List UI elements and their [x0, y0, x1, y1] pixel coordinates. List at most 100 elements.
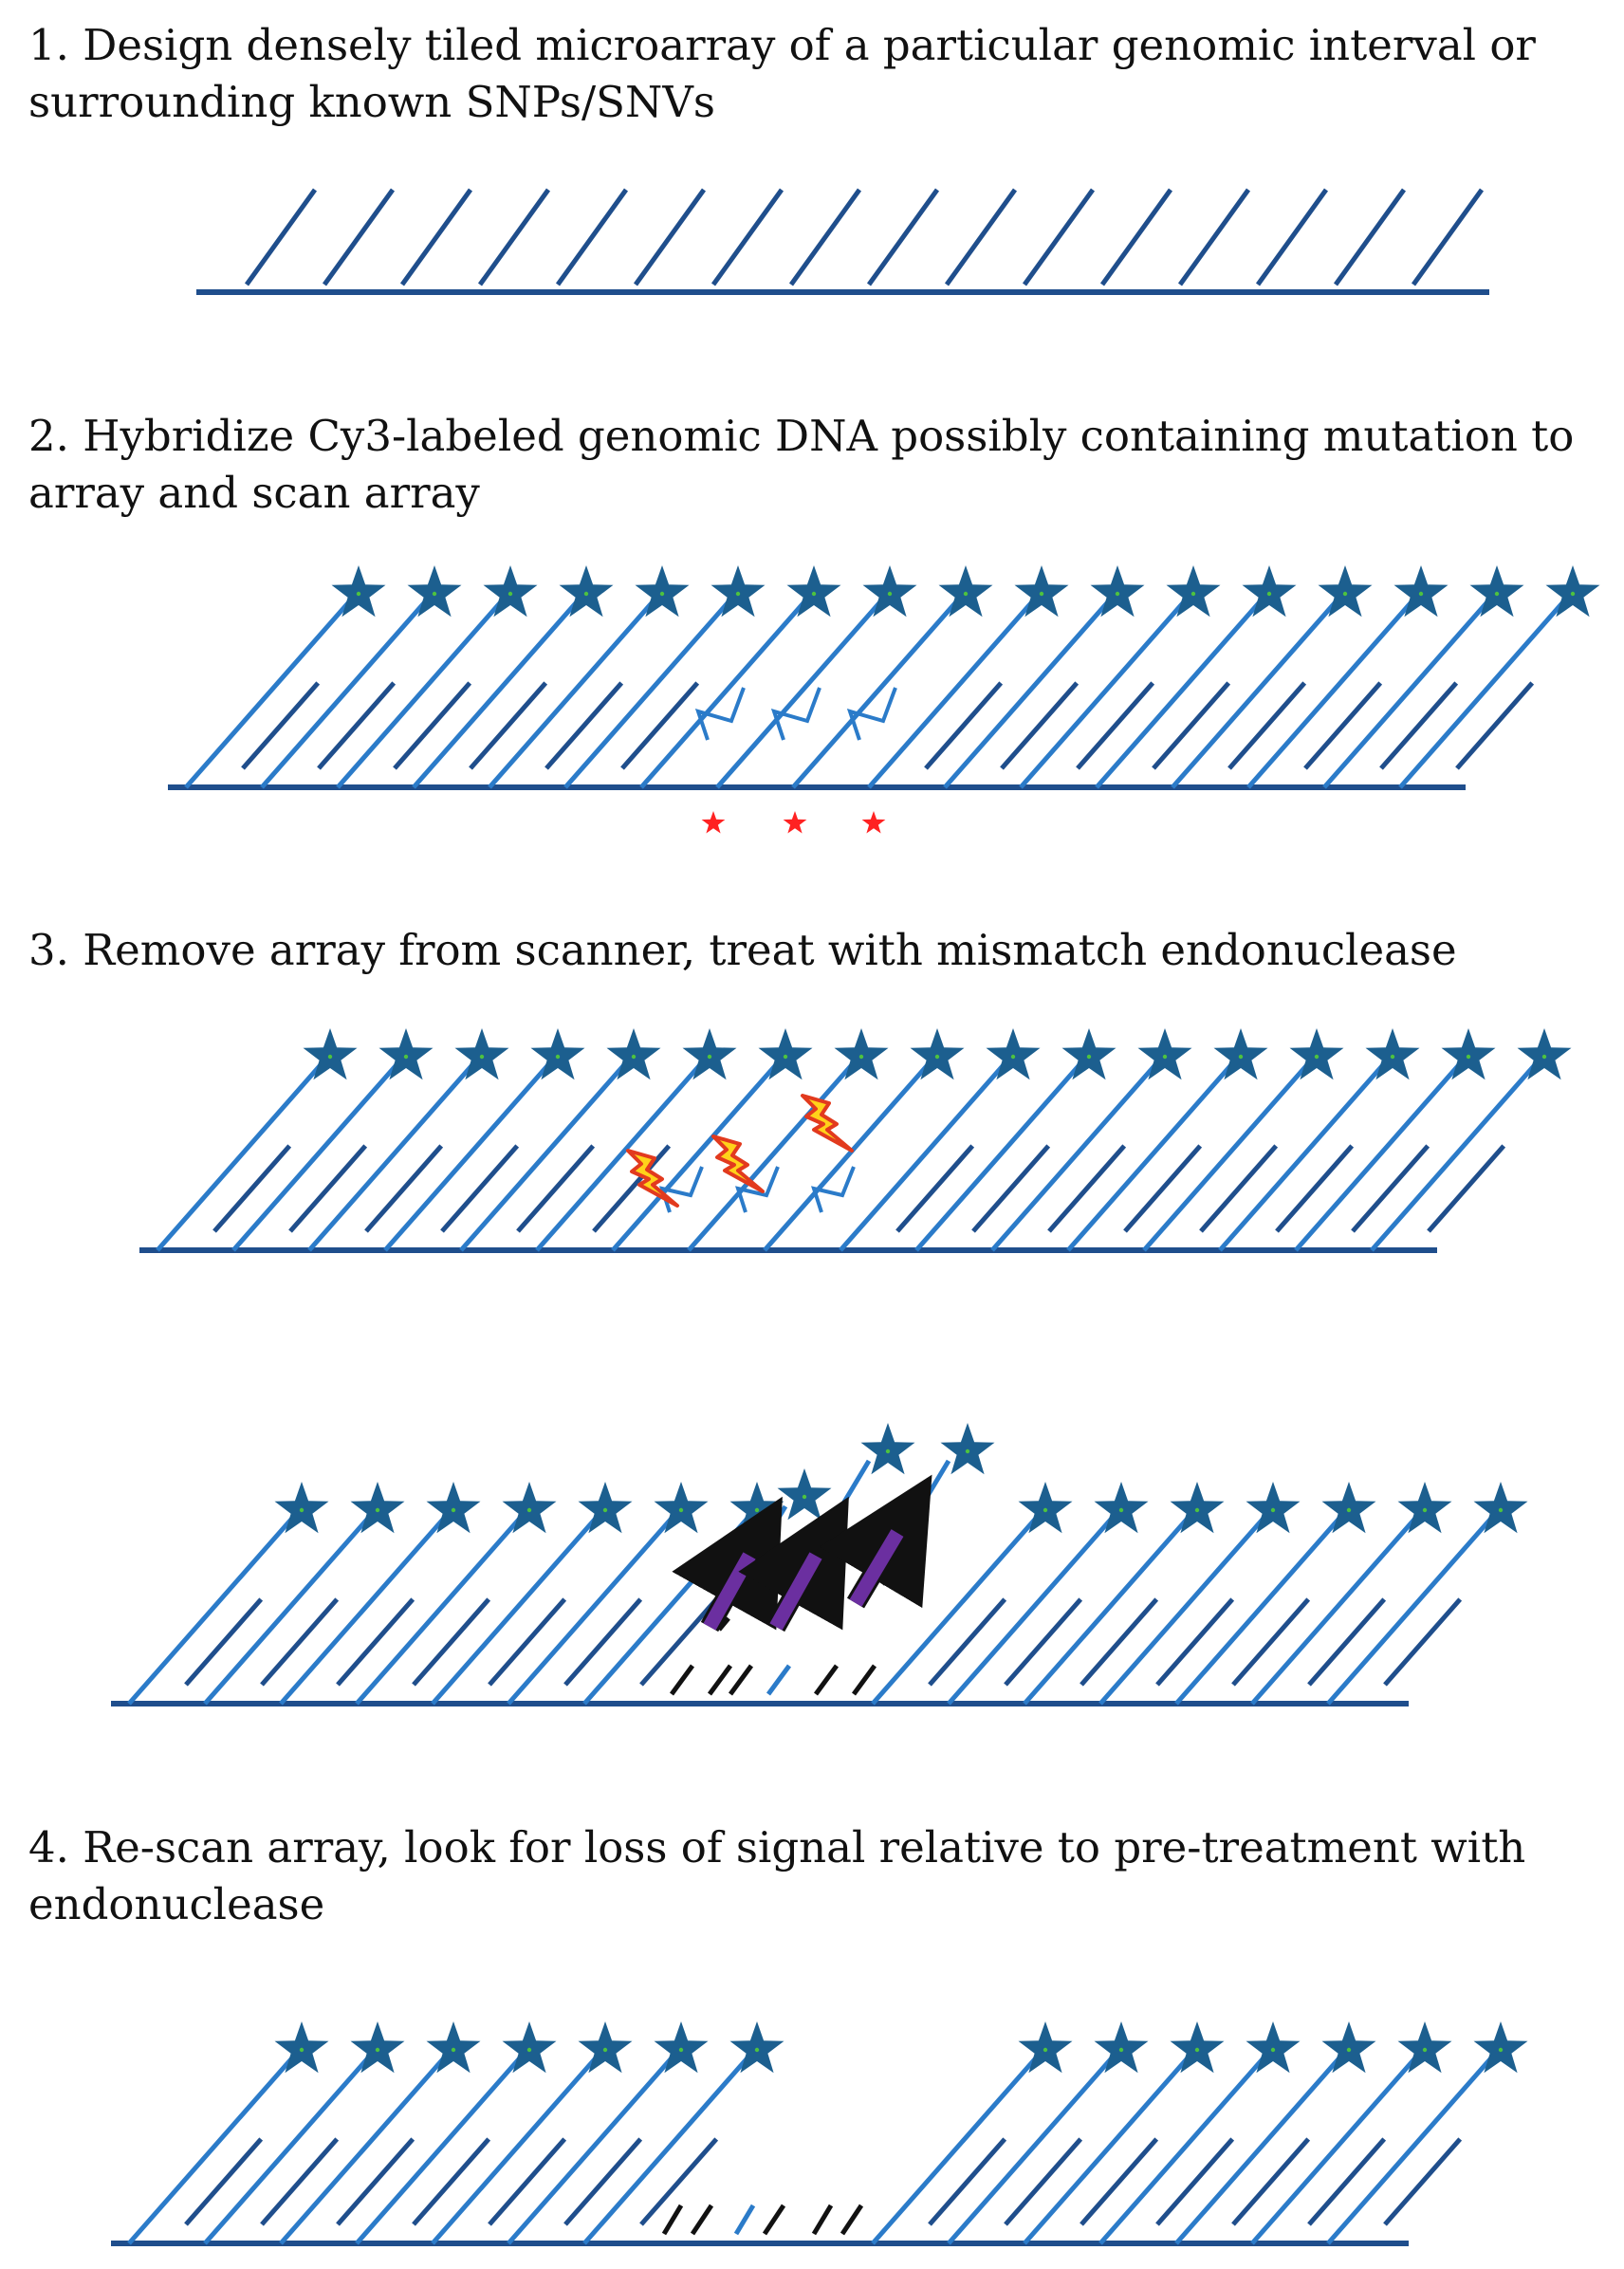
target-strand	[639, 596, 810, 789]
panel-3-endonuclease-treatment	[139, 1028, 1572, 1253]
cy3-label-star-icon	[1321, 1482, 1376, 1534]
cut-stub	[840, 2204, 864, 2236]
cy3-label-star-icon	[530, 1028, 585, 1080]
probe-strand	[1000, 681, 1080, 770]
probe-strand	[1383, 2137, 1463, 2226]
target-strand	[1250, 1512, 1421, 1706]
array-probe	[555, 188, 629, 286]
target-strand	[260, 596, 431, 789]
target-strand	[279, 1512, 450, 1706]
cy3-label-star-icon	[1061, 1028, 1116, 1080]
lightning-bolt-icon	[626, 1149, 679, 1208]
cy3-label-star-icon	[454, 1028, 509, 1080]
cy3-label-star-icon	[1014, 565, 1069, 618]
lightning-bolt-icon	[711, 1134, 765, 1193]
cut-stub	[733, 2204, 756, 2236]
cy3-label-star-icon	[1318, 565, 1373, 618]
cy3-label-star-icon	[1246, 2021, 1301, 2074]
probe-strand	[1275, 1144, 1355, 1233]
array-probe	[944, 188, 1018, 286]
array-probe	[866, 188, 940, 286]
cy3-label-star-icon	[834, 1028, 889, 1080]
probe-strand	[488, 1597, 567, 1687]
target-strand	[1023, 2052, 1193, 2245]
target-strand	[990, 1059, 1161, 1252]
cy3-label-star-icon	[1469, 565, 1524, 618]
mismatch-kink	[735, 1166, 780, 1213]
array-probe	[1333, 188, 1407, 286]
panel-3-fragment-release	[111, 1423, 1528, 1706]
target-strand	[1246, 596, 1417, 789]
step-4-text: 4. Re-scan array, look for loss of signa…	[28, 1822, 1526, 1929]
probe-strand	[1307, 2137, 1387, 2226]
cy3-label-star-icon	[682, 1028, 737, 1080]
target-strand	[307, 1059, 478, 1252]
array-probe	[1177, 188, 1251, 286]
probe-strand	[1455, 681, 1535, 770]
target-strand	[947, 1512, 1117, 1706]
cy3-label-star-icon	[1473, 1482, 1528, 1534]
cy3-label-star-icon	[502, 2021, 557, 2074]
probe-strand	[260, 1597, 340, 1687]
probe-strand	[1351, 1144, 1430, 1233]
target-strand	[1066, 1059, 1237, 1252]
cy3-label-star-icon	[578, 1482, 633, 1534]
cy3-label-star-icon	[860, 1423, 915, 1475]
target-strand	[1174, 1512, 1345, 1706]
target-strand	[383, 1059, 554, 1252]
cy3-label-star-icon	[378, 1028, 434, 1080]
probe-strand	[1080, 2137, 1159, 2226]
cy3-label-star-icon	[1397, 2021, 1452, 2074]
target-strand	[871, 2052, 1042, 2245]
cy3-label-star-icon	[910, 1028, 965, 1080]
target-strand	[1174, 2052, 1345, 2245]
cy3-label-star-icon	[426, 1482, 481, 1534]
cy3-label-star-icon	[786, 565, 841, 618]
cut-stub	[851, 1664, 877, 1696]
probe-strand	[563, 2137, 643, 2226]
probe-strand	[184, 2137, 264, 2226]
probe-strand	[1307, 1597, 1387, 1687]
probe-strand	[412, 1597, 491, 1687]
cut-stub	[766, 1664, 792, 1696]
target-strand	[1019, 596, 1190, 789]
cy3-label-star-icon	[578, 2021, 633, 2074]
panel-2-hybridized-array	[168, 565, 1600, 834]
target-strand	[1098, 2052, 1269, 2245]
target-strand	[203, 2052, 374, 2245]
probe-strand	[1383, 1597, 1463, 1687]
probe-strand	[1155, 1597, 1235, 1687]
cy3-label-star-icon	[986, 1028, 1041, 1080]
cy3-label-star-icon	[559, 565, 614, 618]
cy3-label-star-icon	[1246, 1482, 1301, 1534]
mismatch-kink	[694, 687, 746, 741]
probe-strand	[1047, 1144, 1127, 1233]
probe-strand	[1427, 1144, 1506, 1233]
cy3-label-star-icon	[1365, 1028, 1420, 1080]
cy3-label-star-icon	[635, 565, 690, 618]
probe-strand	[895, 1144, 975, 1233]
release-arrow-icon	[819, 1474, 932, 1609]
cy3-label-star-icon	[483, 565, 538, 618]
probe-strand	[184, 1597, 264, 1687]
cy3-label-star-icon	[938, 565, 993, 618]
cy3-label-star-icon	[1094, 2021, 1149, 2074]
probe-strand	[393, 681, 472, 770]
target-strand	[611, 1059, 782, 1252]
cy3-label-star-icon	[1018, 1482, 1073, 1534]
cy3-label-star-icon	[710, 565, 766, 618]
probe-strand	[241, 681, 321, 770]
array-probe	[1099, 188, 1173, 286]
target-strand	[127, 1512, 298, 1706]
array-probe	[477, 188, 551, 286]
probe-strand	[1155, 2137, 1235, 2226]
cy3-label-star-icon	[1166, 565, 1221, 618]
probe-strand	[1123, 1144, 1203, 1233]
cy3-label-star-icon	[426, 2021, 481, 2074]
target-strand	[1142, 1059, 1313, 1252]
cut-stub	[813, 1664, 840, 1696]
array-probe	[710, 188, 784, 286]
cy3-label-star-icon	[1397, 1482, 1452, 1534]
target-strand	[582, 2052, 753, 2245]
release-arrow-icon	[738, 1496, 849, 1633]
